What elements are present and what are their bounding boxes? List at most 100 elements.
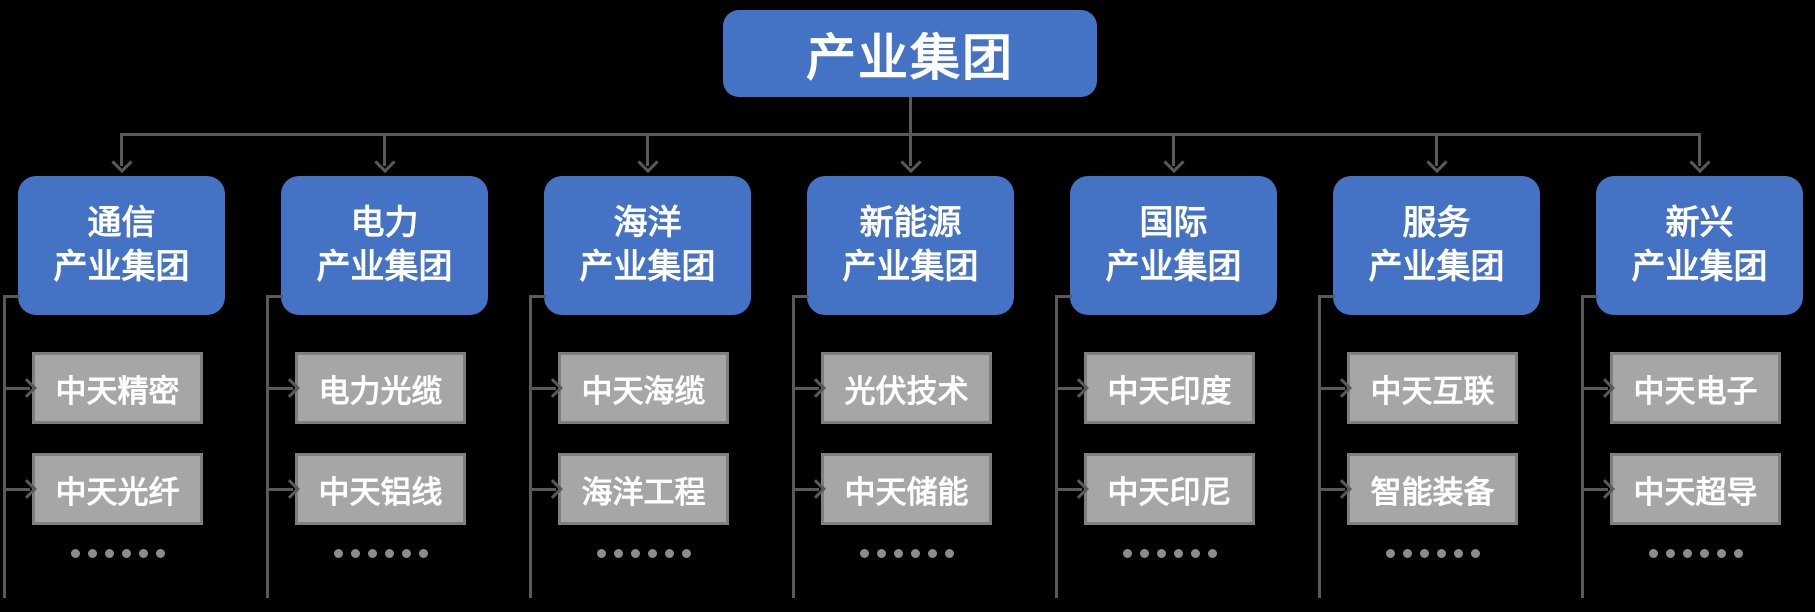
- branch-rail-line: [529, 295, 532, 598]
- branch-rail-line: [1055, 295, 1058, 598]
- child-node-label: 中天精密: [55, 373, 180, 409]
- ellipsis-dot: [1436, 549, 1446, 558]
- down-arrow-icon: [1425, 151, 1448, 174]
- right-arrow-icon: [806, 479, 826, 499]
- branch-node-label-line1: 海洋: [613, 203, 682, 242]
- branch-drop-line: [383, 133, 386, 166]
- branch-node-label-line2: 产业集团: [1105, 247, 1242, 286]
- branch-node-label-line1: 电力: [350, 203, 419, 242]
- ellipsis-dot: [138, 549, 148, 558]
- child-node-label: 中天印度: [1107, 373, 1232, 409]
- right-arrow-icon: [806, 378, 826, 398]
- branch-node-label-line2: 产业集团: [579, 247, 716, 286]
- child-node: 中天印度: [1058, 352, 1255, 424]
- ellipsis-dots: [1347, 549, 1518, 558]
- child-node-label: 中天超导: [1633, 474, 1758, 510]
- branch-node-label-line2: 产业集团: [1368, 247, 1505, 286]
- child-node-label: 智能装备: [1370, 474, 1495, 510]
- right-arrow-icon: [1595, 378, 1615, 398]
- child-node: 中天精密: [6, 352, 203, 424]
- ellipsis-dot: [104, 549, 114, 558]
- ellipsis-dot: [121, 549, 131, 558]
- ellipsis-dots: [32, 549, 203, 558]
- branch-node-label-line2: 产业集团: [842, 247, 979, 286]
- ellipsis-dot: [367, 549, 377, 558]
- branch-rail-line: [3, 295, 6, 598]
- right-arrow-icon: [1069, 378, 1089, 398]
- ellipsis-dot: [664, 549, 674, 558]
- branch-drop-line: [909, 133, 912, 166]
- right-arrow-icon: [280, 378, 300, 398]
- ellipsis-dot: [70, 549, 80, 558]
- branch-node-label-line1: 服务: [1402, 203, 1471, 242]
- ellipsis-dot: [681, 549, 691, 558]
- child-node: 中天电子: [1584, 352, 1781, 424]
- child-node: 中天海缆: [532, 352, 729, 424]
- right-arrow-icon: [543, 378, 563, 398]
- ellipsis-dot: [155, 549, 165, 558]
- branch-drop-line: [1698, 133, 1701, 166]
- ellipsis-dot: [401, 549, 411, 558]
- branch-rail-line: [792, 295, 795, 598]
- branch-rail-stub-line: [792, 295, 809, 298]
- ellipsis-dots: [821, 549, 992, 558]
- branch-rail-stub-line: [1055, 295, 1072, 298]
- branch-column: 新能源 产业集团 光伏技术 中天储能: [792, 133, 1014, 612]
- child-node: 中天光纤: [6, 453, 203, 525]
- child-node-label: 电力光缆: [318, 373, 443, 409]
- child-node: 海洋工程: [532, 453, 729, 525]
- ellipsis-dots: [1610, 549, 1781, 558]
- child-node-label: 中天电子: [1633, 373, 1758, 409]
- child-node-label: 海洋工程: [581, 474, 706, 510]
- branch-node-label-line1: 新兴: [1665, 203, 1734, 242]
- right-arrow-icon: [1595, 479, 1615, 499]
- child-node-label: 中天铝线: [318, 474, 443, 510]
- branch-drop-line: [646, 133, 649, 166]
- right-arrow-icon: [17, 378, 37, 398]
- right-arrow-icon: [1332, 378, 1352, 398]
- child-node: 中天互联: [1321, 352, 1518, 424]
- ellipsis-dot: [1207, 549, 1217, 558]
- ellipsis-dot: [927, 549, 937, 558]
- ellipsis-dot: [87, 549, 97, 558]
- ellipsis-dot: [1648, 549, 1658, 558]
- branch-rail-stub-line: [1581, 295, 1598, 298]
- ellipsis-dot: [418, 549, 428, 558]
- ellipsis-dot: [876, 549, 886, 558]
- ellipsis-dot: [1682, 549, 1692, 558]
- branch-rail-stub-line: [529, 295, 546, 298]
- child-node: 中天铝线: [269, 453, 466, 525]
- branch-node: 新能源 产业集团: [807, 176, 1014, 315]
- branch-column: 服务 产业集团 中天互联 智能装备: [1318, 133, 1540, 612]
- ellipsis-dot: [1470, 549, 1480, 558]
- ellipsis-dots: [295, 549, 466, 558]
- ellipsis-dot: [859, 549, 869, 558]
- branch-node: 电力 产业集团: [281, 176, 488, 315]
- child-node: 中天超导: [1584, 453, 1781, 525]
- down-arrow-icon: [1688, 151, 1711, 174]
- root-node-label: 产业集团: [806, 29, 1014, 86]
- branch-node-label-line1: 新能源: [859, 203, 962, 242]
- ellipsis-dot: [630, 549, 640, 558]
- ellipsis-dot: [1385, 549, 1395, 558]
- child-node: 光伏技术: [795, 352, 992, 424]
- child-node: 智能装备: [1321, 453, 1518, 525]
- branch-node-label-line1: 国际: [1139, 203, 1208, 242]
- branch-column: 新兴 产业集团 中天电子 中天超导: [1581, 133, 1803, 612]
- branch-rail-line: [1581, 295, 1584, 598]
- ellipsis-dot: [910, 549, 920, 558]
- down-arrow-icon: [1162, 151, 1185, 174]
- ellipsis-dot: [1139, 549, 1149, 558]
- ellipsis-dot: [384, 549, 394, 558]
- branch-rail-stub-line: [3, 295, 20, 298]
- ellipsis-dot: [1156, 549, 1166, 558]
- branch-node-label-line2: 产业集团: [1631, 247, 1768, 286]
- child-node-label: 中天储能: [844, 474, 969, 510]
- ellipsis-dot: [350, 549, 360, 558]
- ellipsis-dot: [1173, 549, 1183, 558]
- branch-rail-line: [266, 295, 269, 598]
- ellipsis-dot: [333, 549, 343, 558]
- ellipsis-dot: [1699, 549, 1709, 558]
- child-node-label: 中天光纤: [55, 474, 180, 510]
- ellipsis-dot: [1419, 549, 1429, 558]
